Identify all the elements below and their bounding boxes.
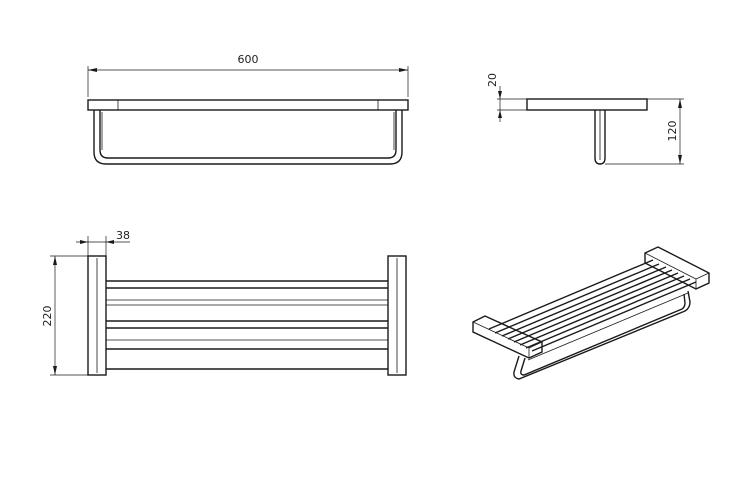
iso-towel-bar [513,290,691,380]
top-right-bracket [387,255,407,376]
iso-rails [488,259,697,352]
dimension-height: 120 [605,98,684,165]
dimension-bracket-width-label: 38 [116,229,130,242]
dimension-height-label: 120 [666,121,679,142]
front-towel-bar [93,110,403,165]
dimension-thickness-label: 20 [486,73,499,87]
iso-left-end-plate [472,315,543,359]
top-left-bracket [87,255,107,376]
dimension-length: 600 [87,53,409,97]
dimension-thickness: 20 [486,73,527,122]
side-view: 20 120 [486,73,684,165]
front-shelf-top [87,99,409,111]
dimension-depth: 220 [41,255,88,376]
side-shelf-profile [526,98,648,111]
dimension-length-label: 600 [238,53,259,66]
top-rails [106,280,388,370]
top-view: 38 220 [41,229,407,376]
isometric-view [472,246,710,380]
dimension-bracket-width: 38 [76,229,130,256]
dimension-depth-label: 220 [41,306,54,327]
side-bracket [594,110,606,165]
front-view: 600 [87,53,409,165]
